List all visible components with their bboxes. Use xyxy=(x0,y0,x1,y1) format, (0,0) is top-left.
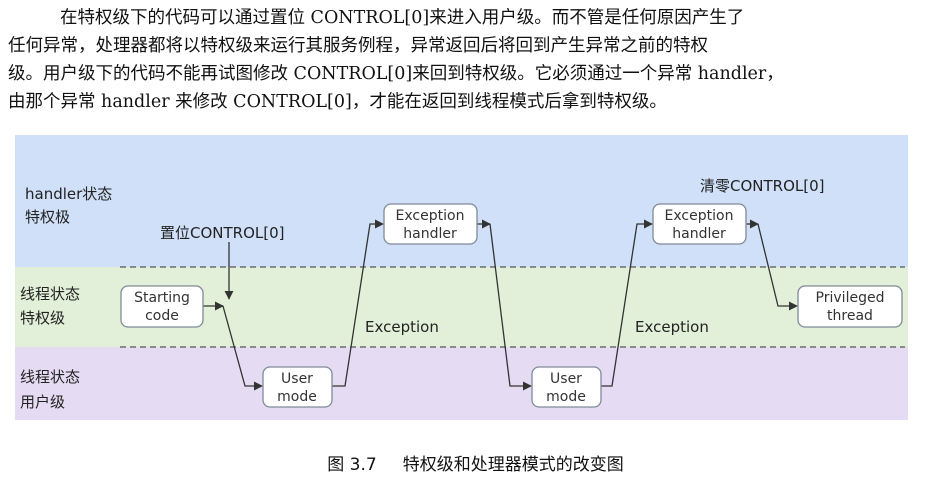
band-label-handler-1: handler状态 xyxy=(25,185,112,203)
node-user1-label-1: User xyxy=(281,371,313,387)
node-starting-label-1: Starting xyxy=(134,290,190,306)
node-privileged-label-1: Privileged xyxy=(816,290,885,306)
node-exc1-label-2: handler xyxy=(403,226,457,242)
node-exc1-label-1: Exception xyxy=(396,208,465,224)
node-user2-label-2: mode xyxy=(546,389,586,405)
arrow-user1-to-exc1 xyxy=(332,219,384,387)
caption-number: 图 3.7 xyxy=(327,455,377,475)
paragraph-line-3: 级。用户级下的代码不能再试图修改 CONTROL[0]来回到特权级。它必须通过一… xyxy=(8,64,784,84)
node-exception-handler-1 xyxy=(383,203,478,245)
node-starting-code xyxy=(120,285,204,328)
figure-caption: 图 3.7 特权级和处理器模式的改变图 xyxy=(0,450,951,475)
caption-title: 特权级和处理器模式的改变图 xyxy=(402,455,624,475)
band-label-thread-priv-2: 特权级 xyxy=(20,309,65,327)
annotation-set-control: 置位CONTROL[0] xyxy=(160,224,285,242)
node-user-mode-1 xyxy=(262,366,333,408)
band-label-thread-priv-1: 线程状态 xyxy=(20,285,80,303)
node-user1-label-2: mode xyxy=(277,389,317,405)
node-exc2-label-2: handler xyxy=(672,226,726,242)
node-user2-label-1: User xyxy=(550,371,582,387)
paragraph-line-1: 在特权级下的代码可以通过置位 CONTROL[0]来进入用户级。而不管是任何原因… xyxy=(60,8,745,28)
node-exc2-label-1: Exception xyxy=(665,208,734,224)
node-starting-label-2: code xyxy=(145,308,179,324)
annotation-exception-1: Exception xyxy=(365,318,439,336)
node-privileged-label-2: thread xyxy=(827,308,873,324)
privilege-mode-diagram: handler状态 特权极 线程状态 特权级 线程状态 用户级 Starting… xyxy=(15,135,908,420)
paragraph-line-2: 任何异常，处理器都将以特权级来运行其服务例程，异常返回后将回到产生异常之前的特权 xyxy=(8,36,708,56)
node-user-mode-2 xyxy=(531,366,602,408)
band-handler-privileged xyxy=(15,135,908,267)
arrow-exc1-to-user2 xyxy=(489,223,532,391)
annotation-exception-2: Exception xyxy=(635,318,709,336)
band-label-thread-user-1: 线程状态 xyxy=(20,368,80,386)
arrow-user2-to-exc2 xyxy=(601,219,653,387)
node-privileged-thread xyxy=(797,285,903,328)
node-exception-handler-2 xyxy=(652,203,747,245)
arrow-to-user1 xyxy=(222,305,263,391)
band-thread-user xyxy=(15,347,908,420)
annotation-clear-control: 清零CONTROL[0] xyxy=(700,177,825,195)
band-label-handler-2: 特权极 xyxy=(25,208,70,226)
arrow-exc2-to-privileged xyxy=(757,223,798,311)
paragraph-line-4: 由那个异常 handler 来修改 CONTROL[0]，才能在返回到线程模式后… xyxy=(8,92,667,112)
band-label-thread-user-2: 用户级 xyxy=(20,393,65,411)
body-paragraph: 在特权级下的代码可以通过置位 CONTROL[0]来进入用户级。而不管是任何原因… xyxy=(8,4,938,116)
